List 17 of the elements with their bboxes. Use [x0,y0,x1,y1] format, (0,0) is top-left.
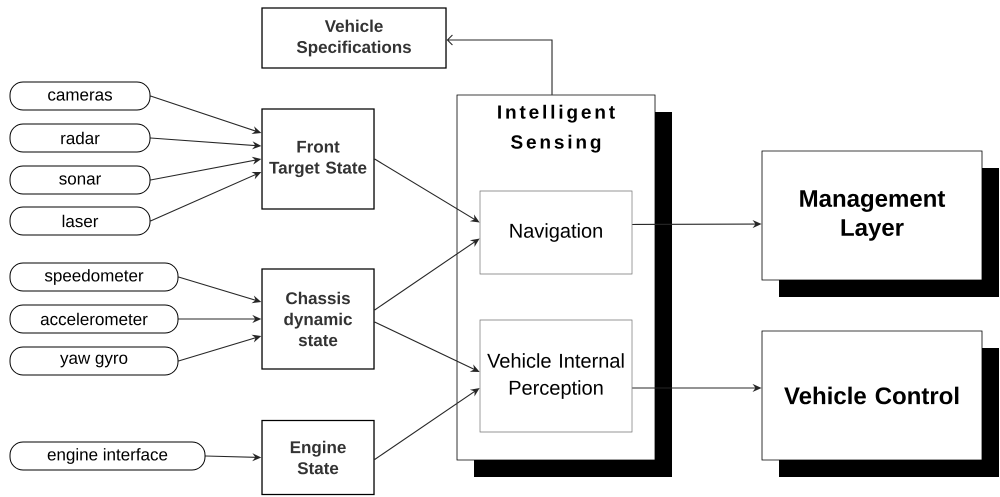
state-box: Front Target State [261,108,375,210]
sensor-pill: radar [10,124,151,152]
module-box: Vehicle Internal Perception [480,320,632,432]
sensor-pill: sonar [10,166,151,194]
layer-box: Vehicle Control [762,330,999,477]
sensor-pill: yaw gyro [10,346,178,376]
sensor-pill: cameras [10,82,151,110]
sensor-pill: speedometer [10,262,178,292]
layer-box: Management Layer [762,150,999,297]
module-box: Navigation [480,190,632,274]
state-box: Vehicle Specifications [261,7,447,69]
sensor-pill: engine interface [10,442,206,470]
arrow [446,34,553,95]
sensor-pill: laser [10,206,151,236]
sensor-pill: accelerometer [10,304,178,334]
state-box: Engine State [261,420,375,496]
state-box: Chassis dynamic state [261,268,375,370]
